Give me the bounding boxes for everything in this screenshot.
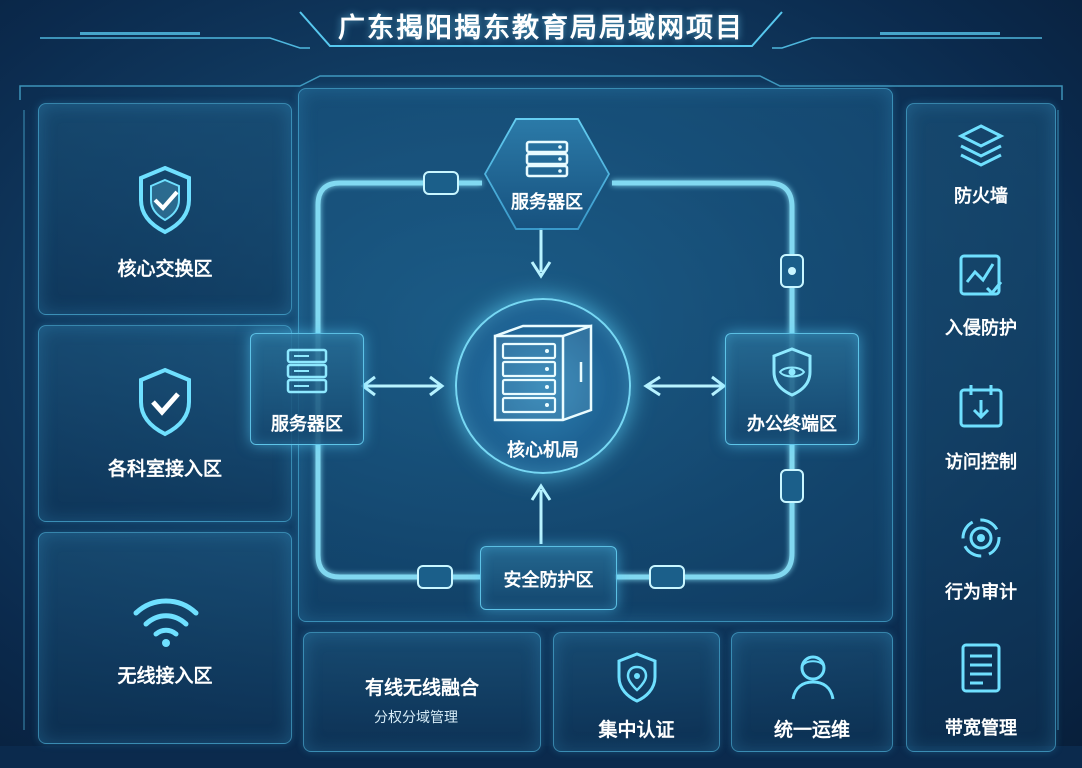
shield-check-icon: [139, 165, 191, 235]
node-label: 安全防护区: [503, 570, 594, 591]
card-wired-wireless[interactable]: 有线无线融合 分权分域管理: [303, 632, 541, 752]
server-rack-icon: [493, 324, 593, 422]
layers-icon: [957, 124, 1005, 167]
sidebar-label: 入侵防护: [945, 318, 1017, 339]
node-office-terminal[interactable]: 办公终端区: [725, 333, 859, 445]
page-title: 广东揭阳揭东教育局局域网项目: [338, 13, 744, 44]
node-core-room[interactable]: 核心机局: [455, 298, 631, 474]
user-icon: [791, 655, 835, 700]
shield-eye-icon: [772, 347, 812, 397]
node-label: 服务器区: [271, 414, 343, 435]
card-label: 有线无线融合: [364, 677, 479, 699]
server-icon: [525, 140, 569, 178]
panel-label: 无线接入区: [117, 665, 213, 687]
target-icon: [961, 518, 1001, 558]
card-sublabel: 分权分域管理: [374, 710, 458, 726]
main-frame: [19, 75, 1063, 730]
card-central-auth[interactable]: 集中认证: [553, 632, 720, 752]
panel-label: 核心交换区: [117, 258, 213, 280]
chart-check-icon: [959, 254, 1003, 296]
location-shield-icon: [617, 652, 657, 703]
card-label: 集中认证: [598, 719, 675, 741]
card-unified-ops[interactable]: 统一运维: [731, 632, 893, 752]
security-sidebar: 防火墙 入侵防护 访问控制 行为审计: [906, 103, 1056, 752]
wifi-icon: [133, 598, 199, 647]
sidebar-label: 防火墙: [954, 186, 1008, 207]
header: 广东揭阳揭东教育局局域网项目: [0, 0, 1082, 60]
sidebar-item-access-control[interactable]: 访问控制: [907, 378, 1055, 508]
node-label: 服务器区: [511, 192, 583, 213]
panel-dept-access[interactable]: 各科室接入区: [38, 325, 292, 522]
card-label: 统一运维: [773, 719, 850, 741]
node-server-zone-left[interactable]: 服务器区: [250, 333, 364, 445]
node-server-zone-top[interactable]: 服务器区: [484, 118, 610, 230]
panel-wireless-access[interactable]: 无线接入区: [38, 532, 292, 744]
node-label: 办公终端区: [747, 414, 837, 435]
node-label: 核心机局: [507, 440, 579, 461]
sidebar-label: 访问控制: [945, 452, 1017, 473]
sidebar-label: 带宽管理: [945, 718, 1017, 739]
panel-core-switch[interactable]: 核心交换区: [38, 103, 292, 315]
sidebar-label: 行为审计: [945, 582, 1017, 603]
sidebar-item-behavior-audit[interactable]: 行为审计: [907, 508, 1055, 638]
shield-check-icon: [139, 367, 191, 437]
header-frame: [40, 11, 1042, 49]
sidebar-item-bandwidth[interactable]: 带宽管理: [907, 638, 1055, 768]
node-security-zone[interactable]: 安全防护区: [480, 546, 617, 610]
server-icon: [286, 348, 328, 394]
sidebar-item-intrusion[interactable]: 入侵防护: [907, 246, 1055, 376]
calendar-download-icon: [959, 385, 1003, 428]
sidebar-item-firewall[interactable]: 防火墙: [907, 116, 1055, 246]
panel-label: 各科室接入区: [107, 458, 222, 480]
document-icon: [961, 643, 1001, 693]
